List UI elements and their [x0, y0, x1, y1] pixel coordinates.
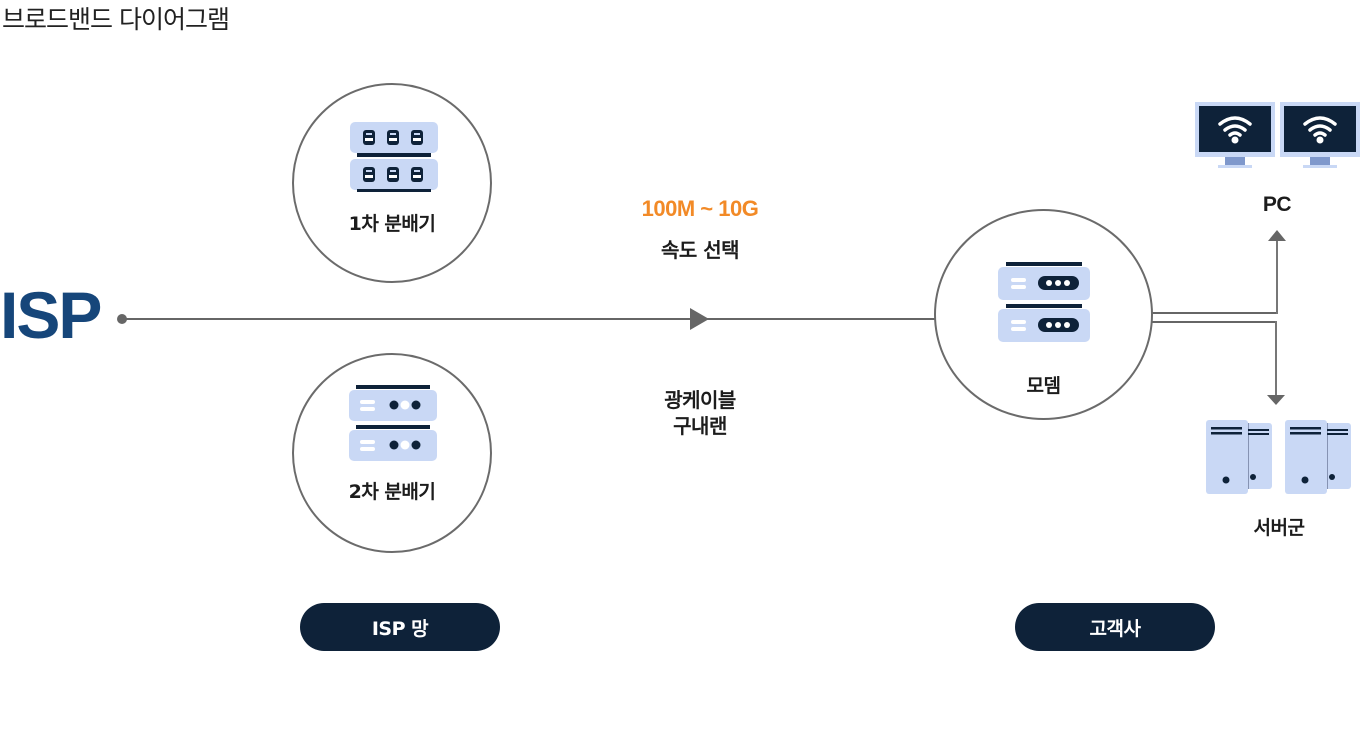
arrow-up-icon [1268, 230, 1286, 241]
arrow-down-icon [1267, 395, 1285, 405]
server-group-1 [1206, 420, 1272, 494]
direction-arrow-icon [690, 308, 709, 330]
speed-select-label: 속도 선택 [660, 238, 740, 262]
monitor-2 [1280, 102, 1360, 168]
customer-badge: 고객사 [1015, 603, 1215, 651]
distributor-1-node: 1차 분배기 [292, 83, 492, 283]
isp-network-badge: ISP 망 [300, 603, 500, 651]
modem-label: 모뎀 [1026, 375, 1061, 397]
isp-source-label: ISP [0, 278, 102, 352]
diagram-title: 브로드밴드 다이어그램 [2, 5, 230, 34]
speed-range-text: 100M ~ 10G [600, 196, 800, 222]
cable-type-label-2: 구내랜 [673, 414, 727, 438]
modem-icon [998, 262, 1090, 342]
monitor-1 [1195, 102, 1275, 168]
wifi-monitor-icon [1195, 102, 1360, 168]
speed-range-value: 100M ~ 10G [641, 196, 759, 221]
distributor-1-label: 1차 분배기 [348, 213, 436, 235]
switch-rack-icon [350, 122, 438, 192]
distributor-2-label: 2차 분배기 [348, 481, 436, 503]
distributor-2-node: 2차 분배기 [292, 353, 492, 553]
server-group-2 [1285, 420, 1351, 494]
customer-label: 고객사 [1089, 617, 1141, 640]
pc-label: PC [1262, 193, 1292, 216]
isp-network-label: ISP 망 [371, 617, 429, 640]
cable-type-label-1: 광케이블 [664, 388, 736, 412]
server-tower-icon [1206, 420, 1351, 494]
servers-label: 서버군 [1253, 517, 1305, 539]
server-rack-icon [349, 385, 437, 461]
modem-node: 모뎀 [934, 209, 1153, 420]
